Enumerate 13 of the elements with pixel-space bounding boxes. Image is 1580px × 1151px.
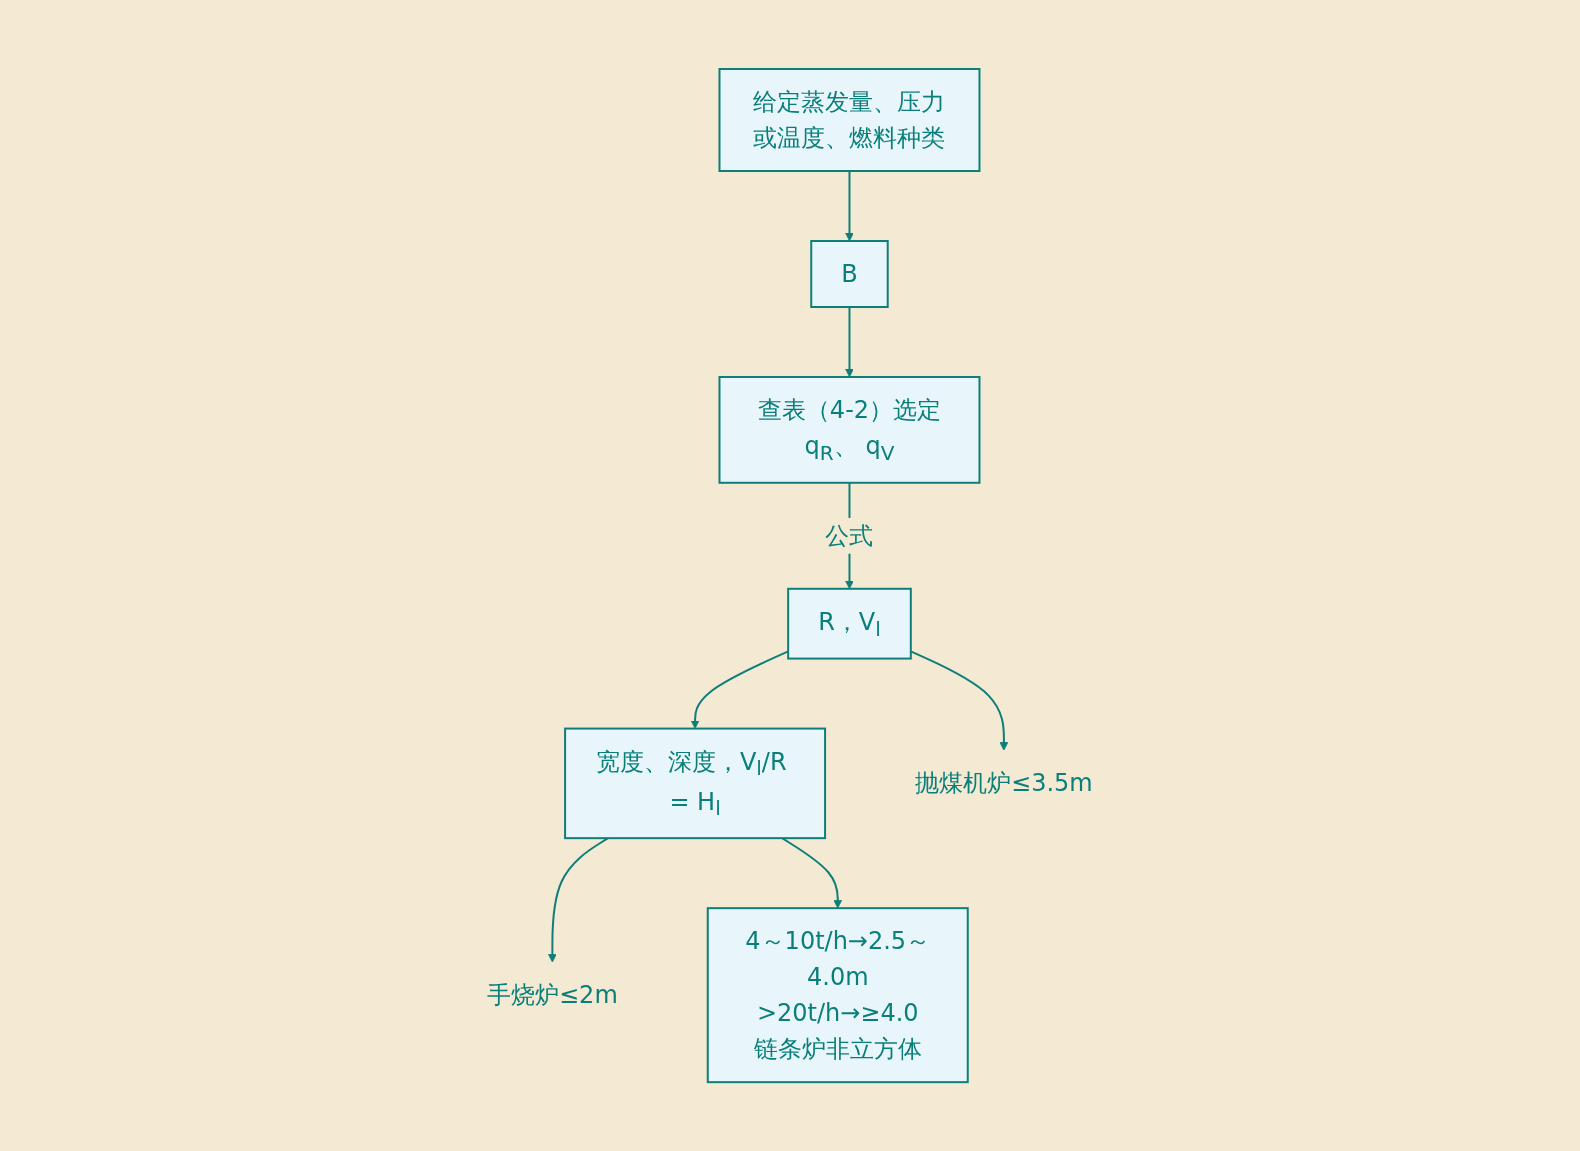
node-box: R，V$_{l}$ — [787, 587, 912, 660]
node-box: 4～10t/h→2.5～4.0m >20t/h→≥4.0 链条炉非立方体 — [706, 907, 969, 1084]
node-box: 宽度、深度，V$_{l}$/R = H$_{l}$ — [564, 727, 827, 840]
edge-label: 公式 — [825, 521, 874, 550]
arrow — [845, 305, 854, 378]
arrow — [845, 169, 854, 242]
arrow — [781, 837, 843, 909]
node-text: 抛煤机炉≤3.5m — [915, 769, 1093, 798]
node-box: 给定蒸发量、压力或温度、燃料种类 — [718, 67, 981, 172]
arrow — [548, 837, 610, 963]
node-box: 查表（4-2）选定q$_{R}$、 q$_{V}$ — [718, 375, 981, 484]
node-box: B — [810, 239, 889, 308]
node-text: 手烧炉≤2m — [487, 981, 618, 1010]
